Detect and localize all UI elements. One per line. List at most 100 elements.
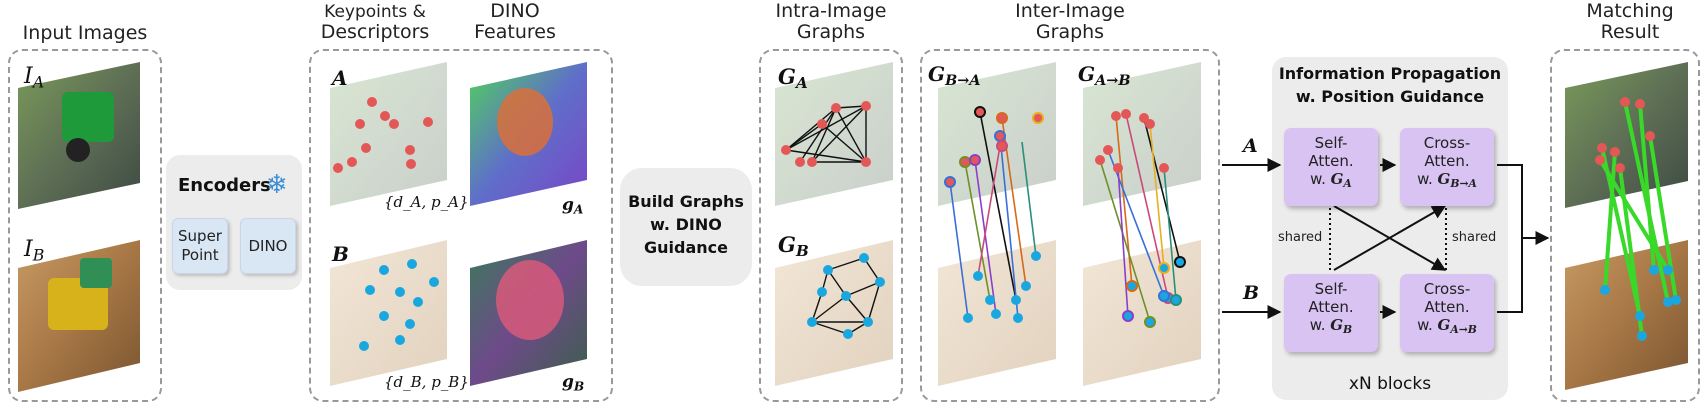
label-image-a-letter: I [24, 64, 33, 89]
header-features: Features [474, 20, 556, 43]
inter-edges-ab [1099, 113, 1181, 323]
label-image-b-letter: I [24, 237, 33, 262]
dino-blob-b [496, 260, 564, 340]
label-image-b: IB [24, 237, 44, 264]
inter-nodes-ab-bottom [1122, 256, 1186, 328]
toy-truck-a [62, 92, 114, 142]
super-point-label: Super Point [178, 227, 222, 264]
intra-label-gb-letter: G [778, 232, 796, 257]
header-inter-line2: Graphs [1035, 20, 1105, 43]
cross-attention-b-line3: w. GA→B [1400, 316, 1494, 337]
inter-graphs-panel [920, 49, 1220, 402]
match-lines [1598, 101, 1678, 337]
truck-cab-b [80, 258, 112, 288]
graph-nodes-b [807, 253, 885, 339]
result-nodes-b [1600, 265, 1681, 341]
inter-label-gba: GB→A [928, 62, 980, 89]
cross-attention-b: Cross- Atten. w. GA→B [1400, 274, 1494, 352]
inter-label-gab: GA→B [1078, 62, 1130, 89]
self-attention-b-sub: B [1343, 323, 1353, 337]
cross-attention-a: Cross- Atten. w. GB→A [1400, 128, 1494, 206]
shared-label-right: shared [1452, 230, 1497, 245]
dino-blob-a [497, 88, 553, 156]
self-attention-a: Self- Atten. w. GA [1284, 128, 1378, 206]
feature-label-a: gA [562, 195, 583, 216]
toy-truck-b [48, 278, 108, 330]
intra-label-ga-letter: G [778, 64, 796, 89]
keypoints-a [333, 97, 433, 173]
header-inter-line1: Inter-Image [1015, 0, 1125, 22]
keypoints-label-b: B [332, 242, 349, 266]
self-attention-a-line2: Atten. [1308, 152, 1354, 170]
build-graphs-line2: w. DINO [650, 215, 722, 235]
inter-label-gab-sub: A→B [1095, 72, 1131, 90]
build-graphs-line1: Build Graphs [628, 192, 744, 211]
intra-label-gb: GB [778, 232, 809, 260]
cross-attention-a-line2: Atten. [1424, 152, 1470, 170]
propagation-title-line2: w. Position Guidance [1295, 87, 1485, 107]
graph-edges-a [785, 105, 867, 163]
graph-edges-b [811, 257, 881, 335]
inter-nodes-ba-top [944, 106, 1044, 188]
build-graphs-panel [620, 168, 752, 286]
header-result: Result [1600, 20, 1660, 43]
self-attention-b-line3: w. GB [1284, 316, 1378, 337]
intra-label-gb-sub: B [795, 242, 809, 261]
self-attention-b-g: G [1330, 316, 1344, 334]
dino-label: DINO [248, 236, 288, 255]
snowflake-icon: ❄ [266, 170, 288, 200]
input-images-panel [8, 49, 162, 402]
keypoint-image-a [330, 62, 447, 206]
feature-label-b: gB [562, 372, 584, 393]
build-graphs-line3: Guidance [644, 238, 728, 258]
inter-image-ab-top [1083, 62, 1201, 206]
self-attention-b-line2: Atten. [1308, 298, 1354, 316]
cross-attention-a-sub: B→A [1450, 177, 1477, 191]
self-attention-a-line1: Self- [1314, 134, 1348, 152]
intra-graphs-panel [759, 49, 903, 402]
inter-image-ab-bottom [1083, 240, 1201, 386]
inter-nodes-ab-top [1095, 109, 1169, 173]
propagation-input-b: B [1243, 282, 1260, 304]
cross-attention-a-g: G [1437, 170, 1451, 188]
descriptor-label-b: {d_B, p_B} [384, 373, 469, 391]
feature-label-b-letter: g [562, 372, 574, 392]
build-graphs-text: Build Graphs w. DINO Guidance [620, 190, 752, 260]
self-attention-a-g: G [1330, 170, 1344, 188]
cross-attention-a-line1: Cross- [1423, 134, 1471, 152]
truck-wheel-a [66, 138, 90, 162]
cross-attention-b-line1: Cross- [1423, 280, 1471, 298]
keypoint-image-b [330, 240, 447, 386]
label-image-a-sub: A [32, 72, 45, 92]
self-attention-b-with: w. [1309, 316, 1331, 334]
inter-label-gab-letter: G [1078, 62, 1096, 86]
inter-label-gba-letter: G [928, 62, 946, 86]
self-attention-a-sub: A [1343, 177, 1352, 191]
feature-label-b-sub: B [573, 379, 585, 394]
header-inter-graphs: Inter-Image Graphs [990, 1, 1150, 42]
result-nodes-a [1595, 97, 1655, 173]
keypoints-b [359, 259, 439, 351]
feature-label-a-sub: A [573, 202, 584, 217]
self-attention-b: Self- Atten. w. GB [1284, 274, 1378, 352]
header-dino: DINO [490, 0, 540, 22]
inter-nodes-ba-bottom [963, 251, 1041, 323]
intra-label-ga: GA [778, 64, 808, 92]
encoders-title: Encoders [178, 175, 271, 196]
output-connector [1497, 164, 1523, 313]
header-input-images: Input Images [22, 22, 148, 44]
header-matching: Matching [1586, 0, 1674, 22]
propagation-title-line1: Information Propagation [1278, 64, 1502, 83]
shared-label-left: shared [1278, 230, 1323, 245]
cross-attention-a-with: w. [1417, 170, 1438, 188]
header-intra-line1: Intra-Image [775, 0, 887, 22]
blocks-label: xN blocks [1348, 374, 1432, 394]
self-attention-a-with: w. [1310, 170, 1331, 188]
dino-box: DINO [240, 218, 296, 274]
cross-attention-b-line2: Atten. [1424, 298, 1470, 316]
inter-label-gba-sub: B→A [945, 72, 981, 90]
header-matching-result: Matching Result [1560, 1, 1700, 42]
arrow-cross-b-to-cross-a [1333, 205, 1447, 271]
inter-edges-ba [949, 111, 1037, 319]
cross-attention-b-with: w. [1417, 316, 1438, 334]
